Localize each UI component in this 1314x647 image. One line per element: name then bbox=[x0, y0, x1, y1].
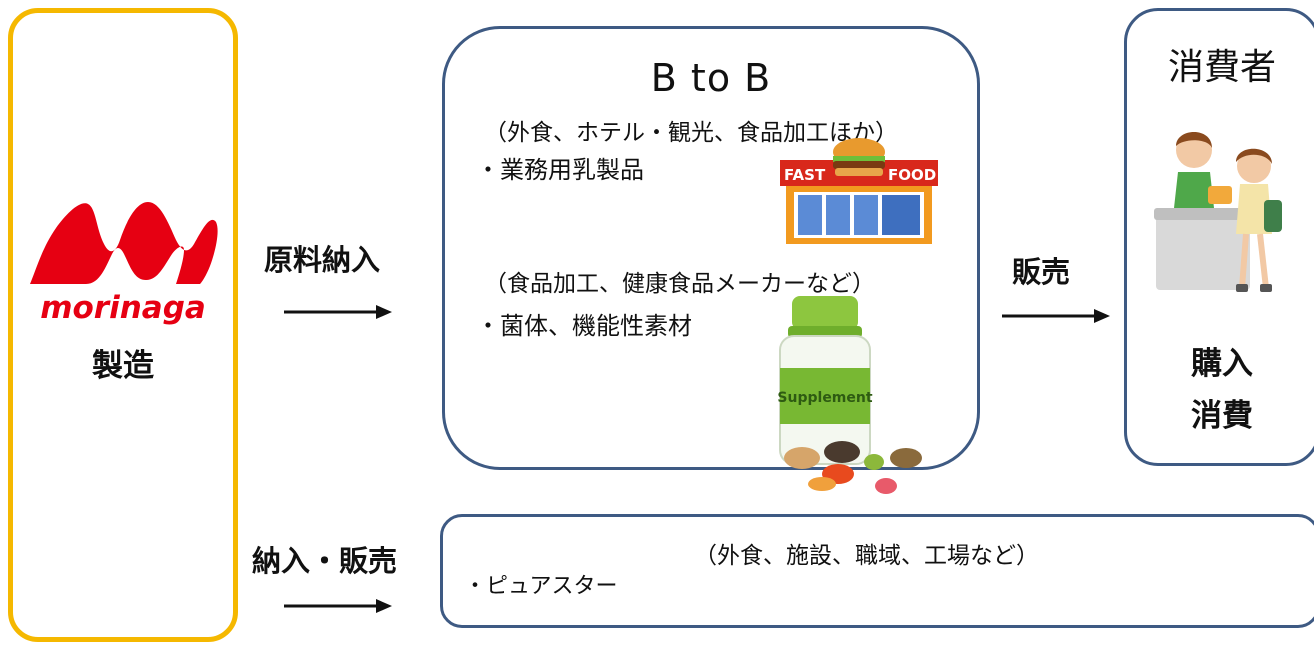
pure-star-note: （外食、施設、職域、工場など） bbox=[694, 543, 1039, 569]
morinaga-logo: morinaga bbox=[30, 202, 218, 326]
purchase-label: 購入 bbox=[1191, 346, 1253, 382]
delivery-sales-arrow bbox=[284, 599, 392, 613]
manufacturer-box bbox=[8, 8, 238, 642]
raw-material-arrow bbox=[284, 305, 392, 319]
supplement-bottle-illustration: Supplement bbox=[777, 296, 922, 494]
svg-text:FAST: FAST bbox=[784, 166, 826, 184]
pure-star-box bbox=[440, 514, 1314, 628]
b2b-dairy-item: ・業務用乳製品 bbox=[476, 156, 644, 184]
shopping-illustration bbox=[1154, 132, 1282, 292]
b2b-bacteria-item: ・菌体、機能性素材 bbox=[476, 312, 692, 340]
svg-text:Supplement: Supplement bbox=[777, 390, 872, 406]
logo-wordmark: morinaga bbox=[40, 290, 206, 326]
b2b-box bbox=[442, 26, 980, 470]
b2b-title: B to B bbox=[650, 56, 772, 100]
manufacturing-label: 製造 bbox=[92, 348, 154, 384]
sales-label: 販売 bbox=[1012, 255, 1071, 289]
consumer-title: 消費者 bbox=[1167, 47, 1276, 88]
raw-material-label: 原料納入 bbox=[264, 243, 381, 277]
b2b-food-service-note: （外食、ホテル・観光、食品加工ほか） bbox=[484, 120, 898, 146]
consumption-label: 消費 bbox=[1191, 398, 1253, 434]
svg-text:FOOD: FOOD bbox=[888, 166, 936, 184]
pure-star-item: ・ピュアスター bbox=[464, 574, 618, 599]
delivery-sales-label: 納入・販売 bbox=[252, 544, 398, 578]
b2b-health-food-note: （食品加工、健康食品メーカーなど） bbox=[484, 271, 875, 297]
sales-arrow bbox=[1002, 309, 1110, 323]
fast-food-store-illustration: FAST FOOD bbox=[780, 138, 938, 244]
